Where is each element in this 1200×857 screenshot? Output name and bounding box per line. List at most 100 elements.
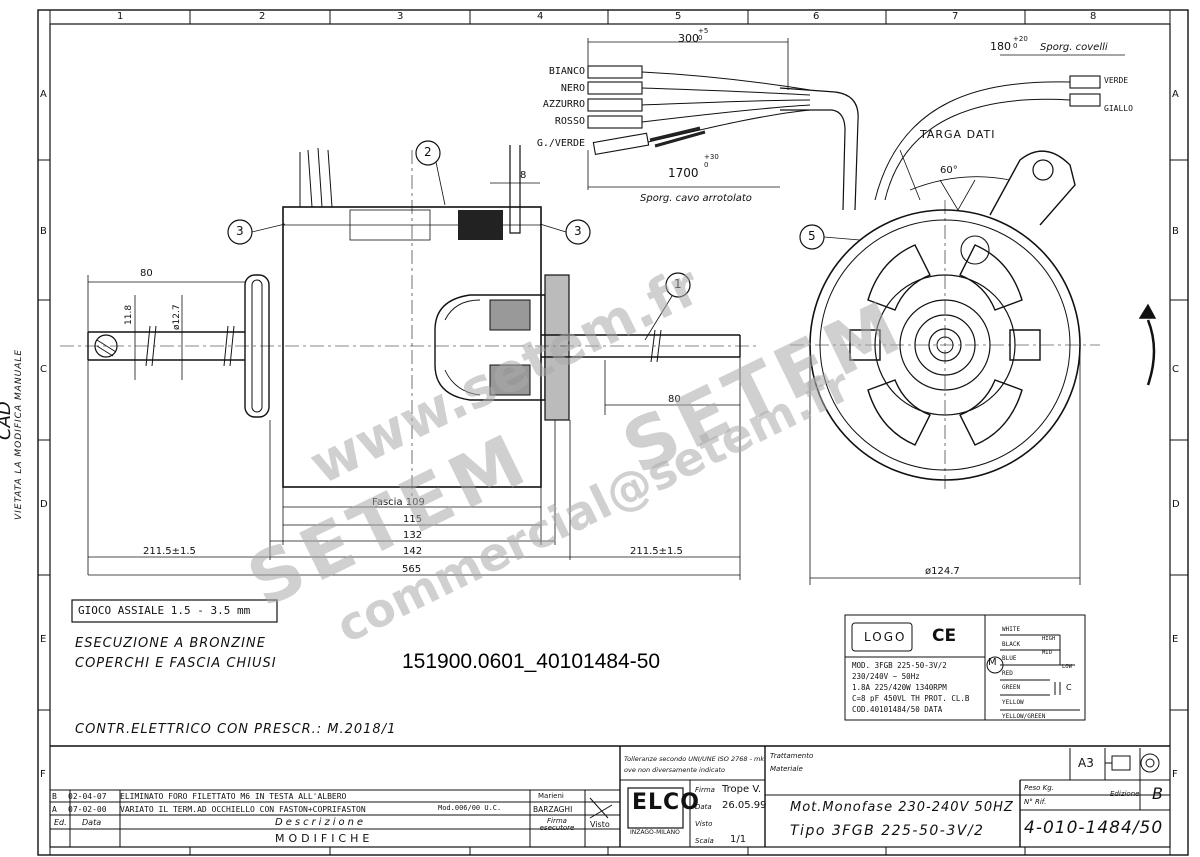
plate-wire: RED	[1002, 669, 1013, 677]
column-label: 8	[1090, 11, 1097, 22]
plate-speeds: HIGH MID LOW	[1042, 632, 1072, 674]
plate-line: MOD. 3FGB 225-50-3V/2	[852, 661, 947, 670]
dim-142: 142	[403, 546, 423, 557]
col-data: Data	[82, 818, 102, 827]
dim-180: 180	[990, 40, 1011, 53]
plate-lines: MOD. 3FGB 225-50-3V/2 230/240V ~ 50Hz 1.…	[852, 660, 969, 715]
trattamento: Trattamento	[770, 752, 814, 760]
row-label: A	[1172, 89, 1179, 100]
peso-label: Peso Kg.	[1024, 784, 1054, 792]
side-warning-text: VIETATA LA MODIFICA MANUALE	[14, 348, 24, 520]
column-label: 3	[397, 11, 404, 22]
dim-300: 300	[678, 32, 699, 45]
modifiche: MODIFICHE	[275, 832, 374, 845]
plate-speed: HIGH	[1042, 636, 1056, 642]
row-label: E	[40, 634, 47, 645]
callout-2-label: 2	[424, 145, 432, 159]
dim-300-tol: +5 0	[698, 27, 709, 42]
callout-3-left-label: 3	[236, 224, 244, 238]
barzaghi: BARZAGHI	[533, 805, 573, 814]
wire-label-verde: VERDE	[1104, 76, 1129, 85]
wire-label: ROSSO	[554, 115, 585, 127]
dim-211-right: 211.5±1.5	[630, 546, 683, 557]
inner-frame	[49, 23, 1171, 848]
side-cad-text: CAD	[0, 401, 15, 440]
wire-harness	[587, 38, 1125, 211]
row-label: B	[1172, 226, 1179, 237]
front-view	[790, 149, 1157, 585]
scala-value: 1/1	[730, 834, 747, 845]
plate-wire: BLACK	[1002, 640, 1021, 648]
firma-esecutore: Firma esecutore	[539, 817, 575, 832]
plate-speed: LOW	[1062, 664, 1072, 670]
part-code: 151900.0601_40101484-50	[402, 650, 661, 673]
column-label: 4	[537, 11, 544, 22]
wire-label: G./VERDE	[536, 138, 585, 149]
firma-label: Firma	[695, 786, 715, 794]
wire-label: AZZURRO	[542, 99, 585, 110]
outer-frame	[37, 9, 1189, 856]
callout-5-label: 5	[808, 229, 816, 243]
plate-line: C=8 pF 450VL TH PROT. CL.B	[852, 694, 970, 703]
edizione-label: Edizione	[1110, 790, 1140, 798]
dim-1700: 1700	[668, 166, 699, 180]
row-label: F	[1172, 769, 1178, 780]
callout-2	[415, 140, 441, 166]
label-plate	[844, 614, 1086, 721]
rev-date: 02-04-07	[68, 792, 107, 801]
plate-wire: YELLOW/GREEN	[1002, 713, 1046, 720]
data-label: Data	[695, 803, 712, 811]
plate-m: M	[988, 657, 997, 668]
rev-letter: A	[52, 804, 57, 814]
dim-565: 565	[402, 564, 422, 575]
plate-wire: GREEN	[1002, 684, 1021, 691]
dim-124-7: ø124.7	[925, 566, 960, 577]
row-label: D	[40, 499, 48, 510]
dim-12-7: ø12.7	[172, 304, 182, 330]
nrif-label: N° Rif.	[1024, 798, 1047, 806]
right-note: Sporg. covelli	[1040, 42, 1108, 53]
col-ed: Ed.	[54, 818, 67, 827]
dim-211-left: 211.5±1.5	[143, 546, 196, 557]
column-label: 2	[259, 11, 266, 22]
title-block-lines	[50, 745, 1170, 847]
drawing-title-1: Mot.Monofase 230-240V 50HZ	[790, 800, 1014, 815]
dim-132: 132	[403, 530, 423, 541]
column-label: 7	[952, 11, 959, 22]
visto-col: Visto	[590, 820, 610, 829]
company-logo: ELCO	[632, 790, 700, 815]
col-descrizione: Descrizione	[275, 817, 367, 828]
wire-label: BIANCO	[548, 66, 585, 77]
wire-labels-left: BIANCO NERO AZZURRO ROSSO G./VERDE	[530, 64, 585, 153]
angle-60: 60°	[940, 165, 958, 176]
plate-ce: CE	[932, 626, 957, 646]
dimension-lines	[87, 182, 741, 580]
row-label: D	[1172, 499, 1180, 510]
wire-label: NERO	[560, 82, 585, 94]
callout-1	[665, 272, 691, 298]
materiale: Materiale	[770, 765, 803, 773]
note-contr: CONTR.ELETTRICO CON PRESCR.: M.2018/1	[75, 722, 397, 737]
tolerance-note-1: Tolleranze secondo UNI/UNE ISO 2768 - mk	[624, 755, 765, 763]
edizione-value: B	[1152, 784, 1163, 803]
rev-mod: Mod.006/00 U.C.	[438, 804, 502, 812]
wire-label-giallo: GIALLO	[1104, 104, 1133, 113]
plate-line: 1.8A 225/420W 1340RPM	[852, 683, 947, 692]
rev-desc: VARIATO IL TERM.AD OCCHIELLO CON FASTON+…	[120, 804, 366, 814]
row-label: C	[1172, 364, 1179, 375]
row-label: B	[40, 226, 47, 237]
tolerance-note-2: ove non diversamente indicato	[624, 766, 725, 774]
row-label: C	[40, 364, 47, 375]
rev-letter: B	[52, 792, 57, 801]
callout-1-label: 1	[674, 277, 682, 291]
company-sub: INZAGO-MILANO	[630, 829, 680, 836]
firma-value: Trope V.	[722, 784, 762, 795]
dim-180-tol: +20 0	[1013, 35, 1028, 50]
dim-fascia: Fascia 109	[372, 497, 425, 508]
data-value: 26.05.99	[722, 800, 767, 811]
scala-label: Scala	[695, 837, 714, 845]
